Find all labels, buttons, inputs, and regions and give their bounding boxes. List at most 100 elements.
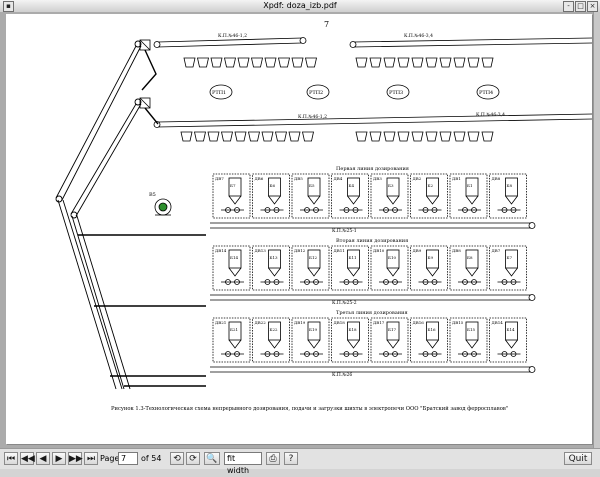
conveyor-label-5: К.П.№25-1 bbox=[332, 228, 357, 234]
scale-label: Б3 bbox=[388, 183, 394, 188]
dosing-lines: ДВ7Б7ДВ6Б6ДВ5Б5ДВ4Б4ДВ3Б3ДВ2Б2ДВ1Б1ДВ8Б8… bbox=[212, 173, 527, 363]
back-ten-pages-icon[interactable]: ◀◀ bbox=[20, 452, 35, 465]
scale-label: Б19 bbox=[309, 327, 317, 332]
dosing-conveyors bbox=[210, 222, 536, 373]
hopper-bin bbox=[425, 131, 438, 142]
hopper-bin bbox=[355, 57, 368, 68]
hopper-bin bbox=[180, 131, 193, 142]
scale-label: Б14 bbox=[507, 327, 515, 332]
hopper-bin bbox=[411, 131, 424, 142]
scale-label: Б4 bbox=[349, 183, 355, 188]
bunker-label: ДВ11 bbox=[334, 248, 345, 253]
history-forward-icon[interactable]: ⟳ bbox=[186, 452, 200, 465]
scale-label: Б12 bbox=[309, 255, 317, 260]
bunker-label: ДВ21 bbox=[215, 320, 226, 325]
upper-bin-row bbox=[183, 57, 494, 68]
conveyor-label-7: К.П.№26 bbox=[332, 372, 352, 378]
scale-label: Б11 bbox=[349, 255, 357, 260]
page-number-input[interactable]: 7 bbox=[118, 452, 138, 465]
conveyor-label-3: К.П.№46-1,2 bbox=[298, 114, 327, 120]
figure-caption: Рисунок 1.3-Технологическая схема непрер… bbox=[111, 405, 508, 412]
bunker-label: ДВ16 bbox=[413, 320, 425, 325]
bunker-label: ДВ5 bbox=[294, 176, 303, 181]
document-viewer[interactable]: 7 К.П.№46-1,2 К.П.№46-3,4 bbox=[0, 12, 600, 448]
scale-label: Б18 bbox=[349, 327, 357, 332]
window-menu-icon[interactable]: ▪ bbox=[3, 1, 14, 12]
vertical-scrollbar[interactable] bbox=[593, 12, 600, 448]
hopper-bin bbox=[234, 131, 247, 142]
conveyor-label-6: К.П.№25-2 bbox=[332, 300, 357, 306]
scale-label: Б7 bbox=[230, 183, 236, 188]
hopper-bin bbox=[439, 57, 452, 68]
next-page-icon[interactable]: ▶ bbox=[52, 452, 66, 465]
section-title-3: Третья линия дозирования bbox=[336, 310, 408, 316]
bunker-label: ДВ22 bbox=[255, 320, 267, 325]
page-number: 7 bbox=[324, 20, 329, 29]
close-button[interactable]: × bbox=[587, 1, 598, 12]
hopper-bin bbox=[207, 131, 220, 142]
hopper-bin bbox=[305, 57, 317, 68]
scale-label: Б1 bbox=[467, 183, 472, 188]
maximize-button[interactable]: □ bbox=[575, 1, 586, 12]
previous-page-icon[interactable]: ◀ bbox=[36, 452, 50, 465]
bunker-label: ДВ12 bbox=[294, 248, 306, 253]
scale-label: Б21 bbox=[230, 327, 238, 332]
last-page-icon[interactable]: ⏭ bbox=[84, 452, 98, 465]
first-page-icon[interactable]: ⏮ bbox=[4, 452, 18, 465]
hopper-bin bbox=[278, 57, 290, 68]
furnace-label-3: РТП3 bbox=[389, 90, 403, 96]
hopper-bin bbox=[453, 57, 466, 68]
scale-label: Б8 bbox=[467, 255, 473, 260]
section-title-1: Первая линия дозирования bbox=[336, 166, 409, 172]
hopper-bin bbox=[383, 131, 396, 142]
scale-label: Б13 bbox=[270, 255, 278, 260]
bunker-label: ДВ14 bbox=[492, 320, 504, 325]
conveyor-label-1: К.П.№46-1,2 bbox=[218, 33, 247, 39]
hopper-bin bbox=[439, 131, 452, 142]
about-icon[interactable]: ? bbox=[284, 452, 298, 465]
bunker-label: ДВ1 bbox=[452, 176, 461, 181]
page-total-label: of 54 bbox=[141, 454, 162, 463]
scale-label: Б7 bbox=[507, 255, 513, 260]
hopper-bin bbox=[355, 131, 368, 142]
bunker-label: ДВ10 bbox=[373, 248, 385, 253]
furnace-label-2: РТП2 bbox=[309, 90, 323, 96]
conveyor-label-4: К.П.№46-3,4 bbox=[476, 112, 505, 118]
zoom-select[interactable]: fit width bbox=[224, 452, 262, 475]
scale-label: Б9 bbox=[428, 255, 434, 260]
hopper-bin bbox=[481, 131, 494, 142]
hopper-bin bbox=[210, 57, 223, 68]
hopper-bin bbox=[197, 57, 209, 68]
lower-upper-conveyor bbox=[153, 113, 593, 128]
hopper-bin bbox=[264, 57, 277, 68]
bunker-label: ДВ3 bbox=[373, 176, 382, 181]
minimize-button[interactable]: - bbox=[563, 1, 574, 12]
print-icon[interactable]: ⎙ bbox=[266, 452, 280, 465]
furnace-label-4: РТП4 bbox=[479, 90, 493, 96]
history-back-icon[interactable]: ⟲ bbox=[170, 452, 184, 465]
bunker-label: ДВ14 bbox=[215, 248, 227, 253]
furnace-label-1: РТП1 bbox=[212, 90, 226, 96]
hopper-bin bbox=[237, 57, 250, 68]
page-label: Page bbox=[100, 454, 120, 463]
quit-button[interactable]: Quit bbox=[564, 452, 592, 465]
transfer-boxes bbox=[139, 39, 159, 125]
hopper-bin bbox=[481, 57, 494, 68]
find-icon[interactable]: 🔍 bbox=[204, 452, 220, 465]
forward-ten-pages-icon[interactable]: ▶▶ bbox=[68, 452, 83, 465]
furnace-row bbox=[209, 84, 500, 100]
hopper-bin bbox=[453, 131, 466, 142]
